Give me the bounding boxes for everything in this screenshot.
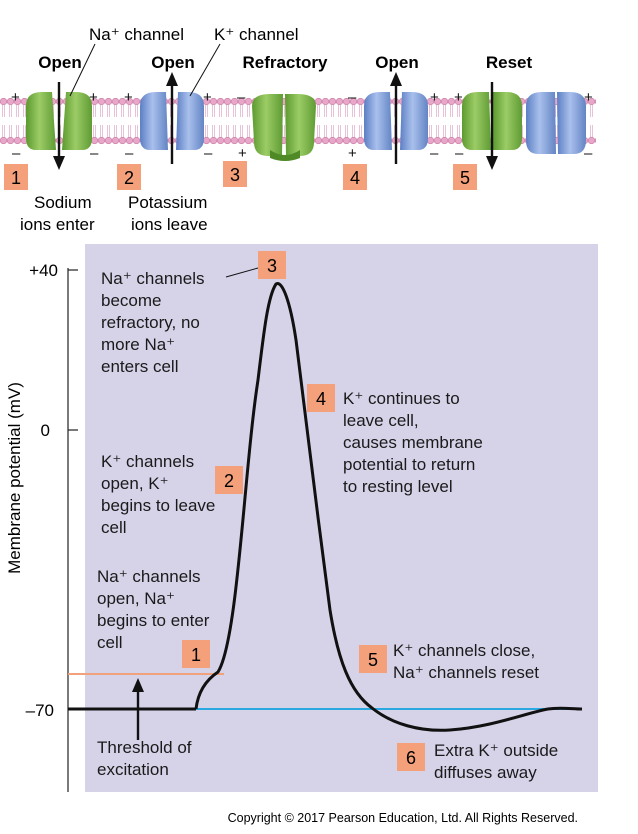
y-tick-label-0: 0 (41, 421, 50, 440)
stage-5-badge: 5 (453, 164, 477, 190)
svg-text:–: – (237, 89, 246, 106)
membrane-segment-4 (342, 98, 456, 144)
k-channel-closed-icon (526, 92, 586, 154)
note-4-badge: 4 (307, 384, 335, 412)
svg-text:+: + (203, 89, 212, 106)
arrow-up-icon-2 (390, 72, 402, 164)
arrow-down-icon-2 (486, 82, 498, 170)
svg-text:+: + (584, 89, 593, 106)
ion-flow-arrows (53, 72, 498, 170)
membrane-segment-1 (0, 98, 114, 144)
stage-1-state: Open (38, 53, 81, 72)
stage-badges: 1 2 3 4 5 (4, 161, 477, 190)
threshold-arrow-icon (132, 678, 144, 740)
svg-text:1: 1 (11, 168, 21, 188)
note-3-text: Na⁺ channels become refractory, no more … (101, 269, 209, 376)
stage-1-badge: 1 (4, 164, 28, 190)
stage-3-badge: 3 (223, 161, 247, 187)
copyright-notice: Copyright © 2017 Pearson Education, Ltd.… (228, 811, 578, 825)
svg-text:–: – (348, 89, 357, 106)
stage-5-state: Reset (486, 53, 533, 72)
na-channel-refractory-icon (252, 94, 316, 161)
k-channel-open-icon-2 (364, 92, 428, 150)
note-5-badge: 5 (359, 645, 387, 673)
na-channel-reset-icon (462, 92, 522, 150)
note-4-text: K⁺ continues to leave cell, causes membr… (343, 389, 488, 496)
svg-text:2: 2 (124, 168, 134, 188)
graph-badges: 1 2 3 4 5 6 (182, 251, 425, 771)
note-2-text: K⁺ channels open, K⁺ begins to leave cel… (101, 452, 220, 537)
stage-3-state: Refractory (242, 53, 328, 72)
channels (26, 92, 586, 161)
svg-text:+: + (348, 145, 357, 162)
svg-text:+: + (454, 89, 463, 106)
arrow-down-icon (53, 82, 65, 170)
svg-text:–: – (584, 145, 593, 162)
arrow-up-icon (166, 72, 178, 164)
note-1-text: Na⁺ channels open, Na⁺ begins to enter c… (97, 567, 214, 652)
note-3-leader (225, 267, 259, 278)
stage-4-state: Open (375, 53, 418, 72)
svg-text:6: 6 (406, 748, 416, 768)
svg-text:–: – (90, 145, 99, 162)
membrane-segment-3 (228, 98, 342, 144)
svg-text:3: 3 (230, 165, 240, 185)
note-6-text: Extra K⁺ outside diffuses away (434, 741, 563, 782)
svg-text:1: 1 (191, 645, 201, 665)
y-tick-label-minus70: –70 (26, 701, 54, 720)
svg-text:–: – (125, 145, 134, 162)
stage-states: Open Open Refractory Open Reset (38, 53, 532, 72)
svg-text:–: – (204, 145, 213, 162)
note-3-badge: 3 (258, 251, 286, 279)
k-channel-callout-line (189, 43, 221, 97)
svg-text:+: + (430, 89, 439, 106)
stage-2-state: Open (151, 53, 194, 72)
k-channel-label: K⁺ channel (214, 25, 299, 44)
svg-text:4: 4 (316, 389, 326, 409)
note-6-badge: 6 (397, 743, 425, 771)
na-channel-callout-line (69, 43, 96, 97)
svg-text:–: – (455, 145, 464, 162)
note-2-badge: 2 (215, 466, 243, 494)
action-potential-curve (194, 282, 583, 732)
svg-text:2: 2 (224, 471, 234, 491)
svg-text:5: 5 (460, 168, 470, 188)
y-axis-label: Membrane potential (mV) (5, 382, 24, 574)
note-1-badge: 1 (182, 640, 210, 668)
svg-text:+: + (11, 89, 20, 106)
svg-text:+: + (238, 145, 247, 162)
svg-text:–: – (430, 145, 439, 162)
svg-text:+: + (89, 89, 98, 106)
y-tick-label-plus40: +40 (29, 261, 58, 280)
charge-signs: ++ –– ++ –– –+ –+ +– ++ –– (11, 89, 593, 162)
svg-text:5: 5 (368, 650, 378, 670)
graph-background (85, 244, 598, 792)
na-channel-label: Na⁺ channel (89, 25, 184, 44)
k-channel-open-icon (140, 92, 204, 150)
svg-text:+: + (124, 89, 133, 106)
stage-2-badge: 2 (117, 164, 141, 190)
stage-4-badge: 4 (343, 164, 367, 190)
svg-text:3: 3 (267, 256, 277, 276)
threshold-label: Threshold of excitation (97, 738, 196, 779)
svg-text:4: 4 (350, 168, 360, 188)
na-channel-open-icon (26, 92, 92, 150)
note-5-text: K⁺ channels close, Na⁺ channels reset (393, 641, 540, 682)
svg-text:–: – (12, 145, 21, 162)
